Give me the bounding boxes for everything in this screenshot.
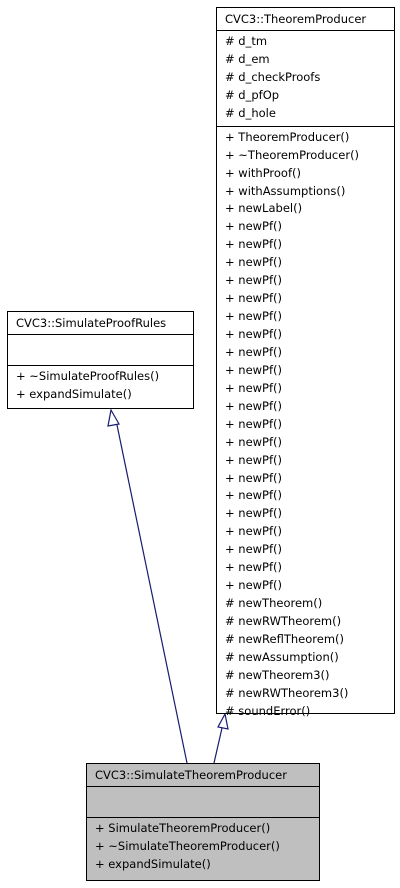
class-attribute: # d_tm xyxy=(225,34,268,48)
class-method: + TheoremProducer() xyxy=(225,129,350,144)
class-theorem-producer-methods: + TheoremProducer() + ~TheoremProducer() +… xyxy=(217,125,394,724)
class-method: + newPf() xyxy=(225,237,283,252)
class-attribute: # d_hole xyxy=(225,105,276,120)
class-method: # newRWTheorem3() xyxy=(225,685,349,700)
class-simulate-theorem-producer-attributes xyxy=(87,786,319,817)
class-method: # soundError() xyxy=(225,703,311,718)
class-method: + newPf() xyxy=(225,327,283,341)
class-simulate-proof-rules-methods: + ~SimulateProofRules() + expandSimulate(… xyxy=(8,365,193,407)
class-method: + newPf() xyxy=(225,219,283,234)
class-method: + withProof() xyxy=(225,165,301,180)
class-method: + newPf() xyxy=(225,309,283,324)
class-method: + newPf() xyxy=(225,416,283,431)
class-method: + newPf() xyxy=(225,560,283,575)
class-method: + newPf() xyxy=(225,380,283,395)
class-method: + expandSimulate() xyxy=(16,386,132,401)
class-method: + newLabel() xyxy=(225,201,303,216)
class-method: + withAssumptions() xyxy=(225,183,346,198)
class-method: + SimulateTheoremProducer() xyxy=(95,821,271,835)
class-attribute: # d_pfOp xyxy=(225,87,280,102)
class-method: # newReflTheorem() xyxy=(225,631,345,646)
class-method: + ~SimulateProofRules() xyxy=(16,369,160,383)
class-simulate-proof-rules-name: CVC3::SimulateProofRules xyxy=(16,316,167,330)
class-method: # newTheorem() xyxy=(225,596,323,611)
class-method: + newPf() xyxy=(225,470,283,485)
class-attribute: # d_checkProofs xyxy=(225,69,321,84)
inheritance-edge-theorem-producer xyxy=(213,727,223,764)
class-method: + expandSimulate() xyxy=(95,856,211,871)
class-method: + newPf() xyxy=(225,488,283,503)
class-simulate-proof-rules-attributes xyxy=(8,334,193,365)
class-method: + newPf() xyxy=(225,255,283,270)
class-theorem-producer: CVC3::TheoremProducer # d_tm# d_em# d_ch… xyxy=(216,7,395,718)
class-simulate-theorem-producer-methods: + SimulateTheoremProducer() + ~SimulateTh… xyxy=(87,817,319,877)
class-method: + newPf() xyxy=(225,398,283,413)
class-simulate-theorem-producer-name: CVC3::SimulateTheoremProducer xyxy=(95,768,287,782)
class-method: + newPf() xyxy=(225,452,283,467)
class-method: # newTheorem3() xyxy=(225,667,330,682)
inheritance-arrowhead-theorem-producer xyxy=(217,712,229,730)
class-method: + ~TheoremProducer() xyxy=(225,147,360,162)
class-attribute: # d_em xyxy=(225,51,270,66)
class-theorem-producer-name: CVC3::TheoremProducer xyxy=(225,12,367,26)
class-method: # newAssumption() xyxy=(225,649,339,664)
class-simulate-theorem-producer: CVC3::SimulateTheoremProducer + Simulate… xyxy=(86,763,320,881)
class-method: + newPf() xyxy=(225,542,283,557)
inheritance-edge-simulate-proof-rules xyxy=(116,424,188,764)
class-theorem-producer-attributes: # d_tm # d_em # d_checkProofs # d_pfOp # d_h… xyxy=(217,30,394,126)
class-method: + newPf() xyxy=(225,506,283,521)
class-method: # newRWTheorem() xyxy=(225,614,342,628)
class-method: + newPf() xyxy=(225,434,283,449)
class-simulate-proof-rules: CVC3::SimulateProofRules + ~SimulateProo… xyxy=(7,311,194,409)
class-method: + newPf() xyxy=(225,291,283,306)
inheritance-arrowhead-simulate-proof-rules xyxy=(107,408,120,427)
class-method: + newPf() xyxy=(225,273,283,288)
class-method: + newPf() xyxy=(225,362,283,377)
class-method: + newPf() xyxy=(225,578,283,593)
class-method: + newPf() xyxy=(225,344,283,359)
class-method: + newPf() xyxy=(225,524,283,539)
class-method: + ~SimulateTheoremProducer() xyxy=(95,838,280,853)
